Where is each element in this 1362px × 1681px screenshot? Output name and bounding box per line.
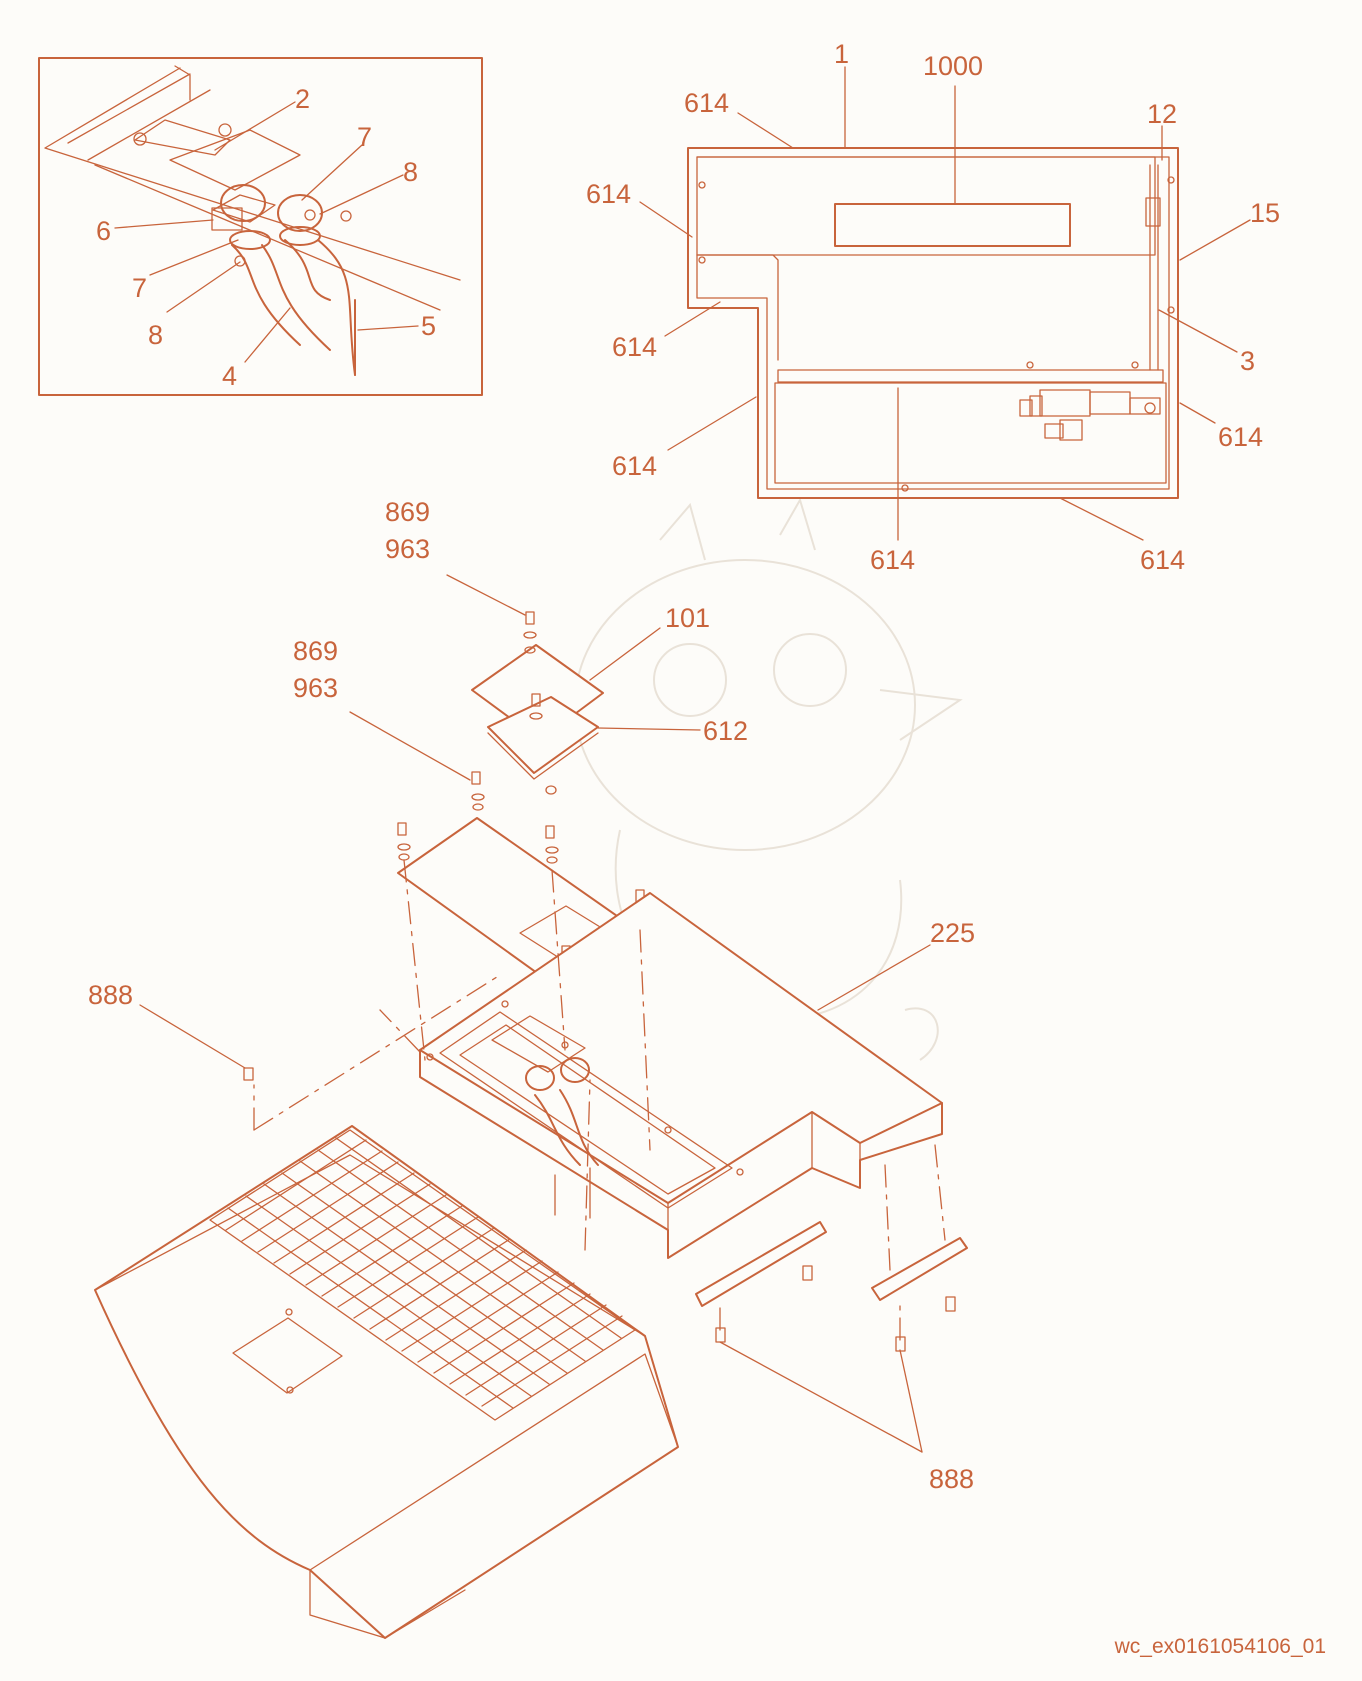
callout-614-bottom-right: 614 (1140, 545, 1185, 575)
callout-614-left-lower: 614 (612, 451, 657, 481)
callout-1: 1 (834, 39, 849, 69)
overview-leader-lines (639, 66, 1251, 541)
callout-869-upper: 869 (385, 497, 430, 527)
callout-963-upper: 963 (385, 534, 430, 564)
callout-8-lower: 8 (148, 320, 163, 350)
callout-5: 5 (421, 311, 436, 341)
callout-614-right: 614 (1218, 422, 1263, 452)
key-grid (209, 1129, 636, 1421)
touchpad (232, 1317, 343, 1394)
callout-869-lower: 869 (293, 636, 338, 666)
callout-12: 12 (1147, 99, 1177, 129)
mounting-strip-left (695, 1221, 827, 1307)
callout-101: 101 (665, 603, 710, 633)
overview-pump-assembly (1019, 389, 1161, 441)
watermark-figure (574, 497, 963, 1061)
mounting-strip-right (871, 1237, 968, 1301)
exploded-assembly (94, 574, 968, 1639)
callout-888-left: 888 (88, 980, 133, 1010)
callout-614-left-upper: 614 (586, 179, 631, 209)
callout-963-lower: 963 (293, 673, 338, 703)
display-panel (834, 203, 1071, 247)
assembly-centerlines (253, 859, 946, 1341)
exploded-leader-lines (139, 574, 931, 1453)
callout-2: 2 (295, 84, 310, 114)
callout-15: 15 (1250, 198, 1280, 228)
vertical-rail (1149, 164, 1159, 371)
callout-3: 3 (1240, 346, 1255, 376)
front-tray (94, 1125, 679, 1639)
callout-888-bottom: 888 (929, 1464, 974, 1494)
inset-leader-lines (114, 101, 419, 363)
inset-frame (38, 57, 483, 396)
drawing-reference-code: wc_ex0161054106_01 (1114, 1635, 1326, 1658)
callout-225: 225 (930, 918, 975, 948)
cover-screws (523, 611, 557, 795)
gasket-612 (487, 696, 599, 774)
callout-612: 612 (703, 716, 748, 746)
main-housing-225 (419, 892, 943, 1259)
enclosure-outline (687, 147, 1179, 499)
housing-holes (426, 1000, 744, 1176)
horizontal-rail (777, 369, 1164, 383)
callout-614-left-middle: 614 (612, 332, 657, 362)
inset-detail-view (38, 57, 483, 396)
callout-6: 6 (96, 216, 111, 246)
callout-614-bottom-center: 614 (870, 545, 915, 575)
top-view-enclosure (639, 66, 1251, 541)
callout-4: 4 (222, 361, 237, 391)
callout-7-lower: 7 (132, 273, 147, 303)
callout-1000: 1000 (923, 51, 983, 81)
housing-pump-assembly (491, 1015, 599, 1219)
callout-614-top: 614 (684, 88, 729, 118)
callout-8-upper: 8 (403, 157, 418, 187)
callout-labels: 2 7 8 6 7 8 4 5 1 1000 614 614 614 12 15… (88, 39, 1280, 1494)
overview-screws (698, 176, 1175, 492)
callout-7-upper: 7 (357, 122, 372, 152)
